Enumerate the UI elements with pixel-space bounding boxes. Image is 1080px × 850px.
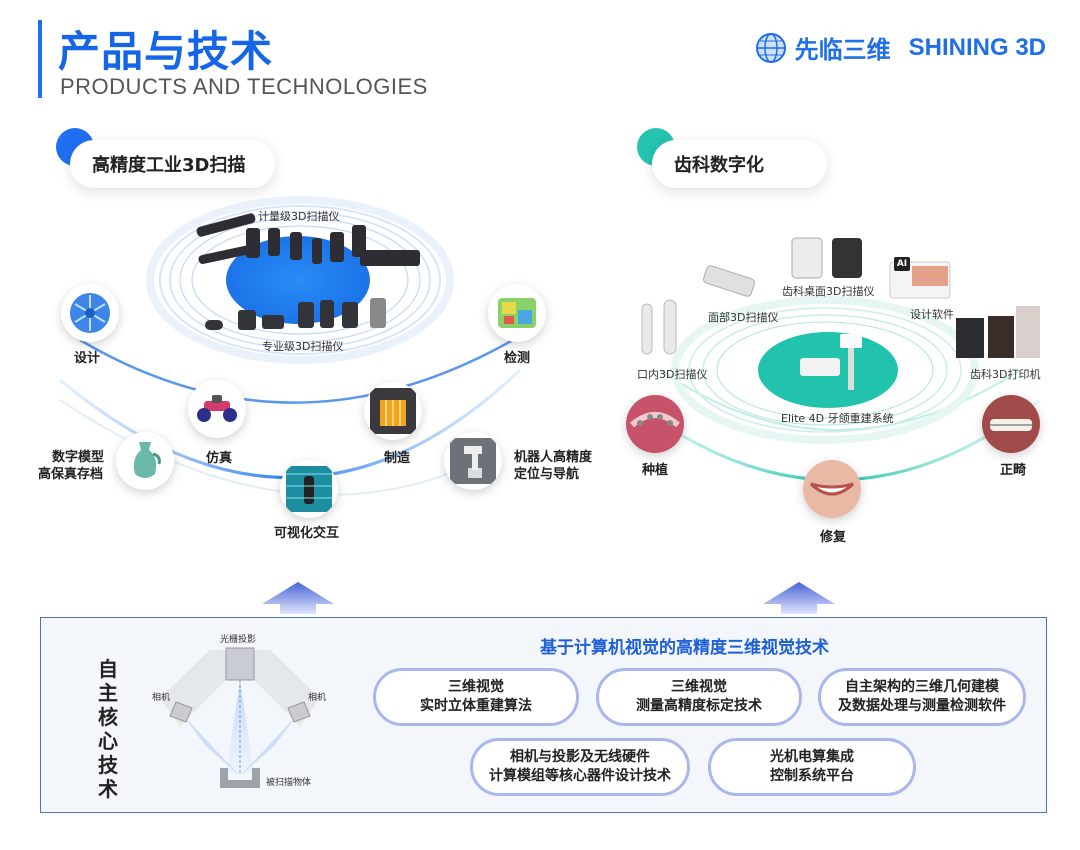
restoration-label: 修复 (820, 530, 847, 545)
simulation-label: 仿真 (206, 451, 233, 466)
digital-model-node (116, 432, 174, 490)
dental-orbit-graphic (629, 237, 1041, 482)
simulation-node (188, 380, 246, 438)
tech-chip-realtime-reconstruction: 三维视觉实时立体重建算法 (373, 668, 579, 726)
up-arrow-left-icon (262, 582, 334, 614)
manufacturing-label: 制造 (384, 451, 411, 466)
orthodontics-node (982, 395, 1040, 453)
projector-label: 光栅投影 (220, 635, 257, 645)
implant-gum-icon (626, 395, 684, 453)
implant-node (626, 395, 684, 453)
kart-icon (197, 395, 237, 422)
page-title: 产品与技术 (58, 27, 274, 76)
smile-icon (803, 460, 861, 518)
car-door-heatmap-icon (498, 298, 536, 328)
turbine-icon (70, 293, 110, 333)
orthodontics-label: 正畸 (1000, 463, 1027, 478)
industrial-section-title: 高精度工业3D扫描 (92, 155, 246, 176)
manufacturing-node (364, 382, 422, 440)
industrial-section-pill: 高精度工业3D扫描 (70, 140, 275, 188)
face-scanner-label: 面部3D扫描仪 (708, 311, 779, 324)
camera-left-label: 相机 (152, 693, 171, 703)
ai-badge: AI (894, 257, 910, 271)
intraoral-scanner-label: 口内3D扫描仪 (637, 368, 708, 381)
title-accent-bar (38, 20, 42, 98)
vr-scanner-icon (286, 466, 332, 512)
visual-interaction-label: 可视化交互 (274, 526, 340, 541)
tech-chip-calibration: 三维视觉测量高精度标定技术 (596, 668, 802, 726)
structured-light-diagram (160, 647, 320, 788)
printer-label: 齿科3D打印机 (970, 368, 1041, 381)
page-subtitle: PRODUCTS AND TECHNOLOGIES (60, 74, 428, 99)
inspection-node (488, 284, 546, 342)
camera-right-label: 相机 (308, 693, 327, 703)
robot-arm-icon (450, 438, 496, 484)
digital-model-label-1: 数字模型 (52, 450, 105, 465)
digital-model-label-2: 高保真存档 (38, 467, 104, 482)
jaw-system-label: Elite 4D 牙颌重建系统 (781, 412, 894, 425)
dental-section-title: 齿科数字化 (674, 155, 764, 176)
object-label: 被扫描物体 (266, 778, 312, 788)
robot-node (444, 432, 502, 490)
brand-name-cn: 先临三维 (794, 36, 891, 64)
robot-label-2: 定位与导航 (514, 467, 580, 482)
visual-interaction-node (280, 460, 338, 518)
tech-chip-geometry-software: 自主架构的三维几何建模及数据处理与测量检测软件 (818, 668, 1026, 726)
professional-scanner-label: 专业级3D扫描仪 (262, 340, 344, 353)
core-title: 基于计算机视觉的高精度三维视觉技术 (540, 638, 829, 658)
core-vertical-title: 自 主 核 心 技 术 (98, 657, 118, 801)
braces-icon (982, 395, 1040, 453)
design-software-label: 设计软件 (910, 308, 954, 321)
globe-logo-icon (755, 32, 786, 63)
industrial-orbit-graphic (59, 196, 531, 496)
brand-logo: 先临三维 SHINING 3D (755, 30, 1046, 65)
vase-icon (133, 442, 161, 478)
tech-chip-hardware-modules: 相机与投影及无线硬件计算模组等核心器件设计技术 (470, 738, 690, 796)
robot-label-1: 机器人高精度 (514, 450, 593, 465)
dental-section-pill: 齿科数字化 (652, 140, 827, 188)
restoration-node (803, 460, 861, 518)
tech-chip-control-platform: 光机电算集成控制系统平台 (708, 738, 916, 796)
implant-label: 种植 (642, 463, 669, 478)
metrology-scanner-label: 计量级3D扫描仪 (258, 210, 340, 223)
up-arrow-right-icon (763, 582, 835, 614)
brand-name-en: SHINING 3D (908, 33, 1046, 61)
printed-part-icon (370, 388, 416, 434)
desktop-scanner-label: 齿科桌面3D扫描仪 (782, 285, 875, 298)
inspection-label: 检测 (504, 351, 531, 366)
design-node (61, 284, 119, 342)
design-label: 设计 (74, 351, 101, 366)
